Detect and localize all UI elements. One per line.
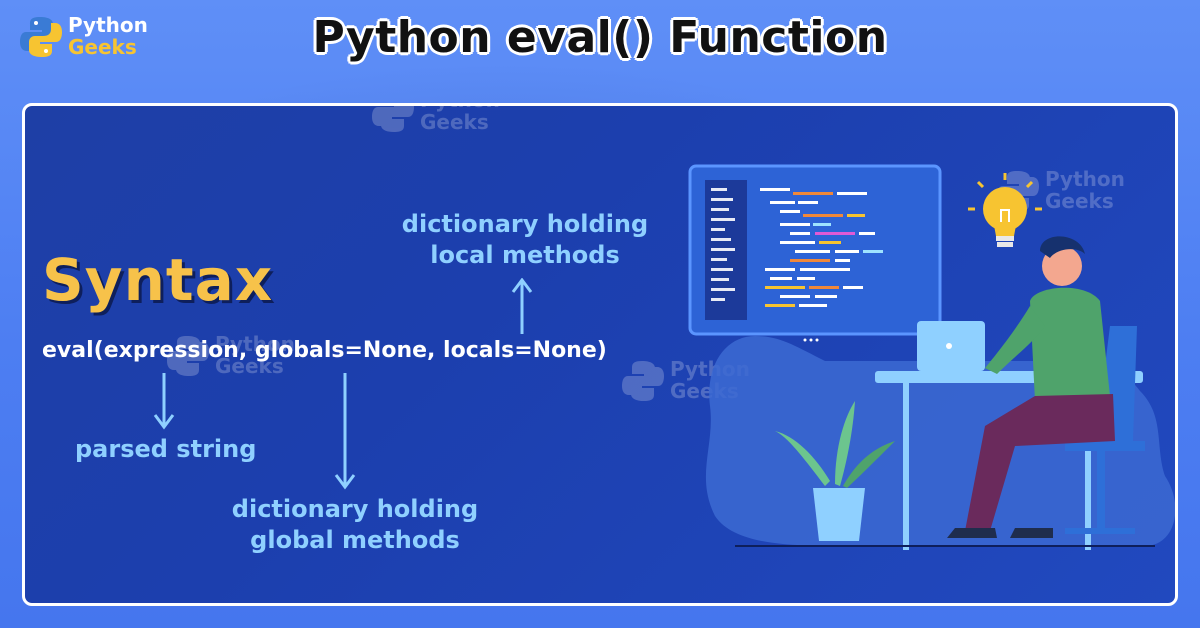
plant-illustration xyxy=(775,401,895,541)
arrow-down-globals-icon xyxy=(334,373,356,490)
arrow-up-locals-icon xyxy=(511,278,533,334)
python-logo-icon xyxy=(20,17,62,57)
python-logo-icon xyxy=(622,361,664,401)
watermark-line1: Python xyxy=(420,106,500,112)
label-globals-line1: dictionary holding xyxy=(231,495,479,523)
label-locals: dictionary holding local methods xyxy=(395,209,655,271)
syntax-card: Python Geeks Python Geeks Python Geeks P… xyxy=(22,103,1178,606)
developer-illustration xyxy=(688,164,1175,550)
watermark-line2: Geeks xyxy=(1045,189,1114,213)
label-globals: dictionary holding global methods xyxy=(225,494,485,556)
watermark-line1: Python xyxy=(1045,167,1125,191)
python-logo-icon xyxy=(167,336,209,376)
page-title: Python eval() Function xyxy=(312,12,888,63)
label-expression: parsed string xyxy=(75,435,257,463)
python-logo-icon xyxy=(372,106,414,132)
lightbulb-icon xyxy=(968,173,1042,247)
logo-text-python: Python xyxy=(68,13,148,37)
label-globals-line2: global methods xyxy=(250,526,460,554)
label-locals-line2: local methods xyxy=(430,241,620,269)
syntax-heading: Syntax xyxy=(42,246,274,314)
watermark-line2: Geeks xyxy=(215,354,284,378)
watermark-line1: Python xyxy=(215,332,295,356)
label-locals-line1: dictionary holding xyxy=(401,210,649,238)
watermark-line2: Geeks xyxy=(420,110,489,134)
python-geeks-logo[interactable]: Python Geeks xyxy=(18,14,158,60)
eval-signature: eval(expression, globals=None, locals=No… xyxy=(42,338,607,363)
logo-text-geeks: Geeks xyxy=(68,35,137,59)
monitor-code-illustration xyxy=(688,164,942,342)
arrow-down-expression-icon xyxy=(153,373,175,430)
